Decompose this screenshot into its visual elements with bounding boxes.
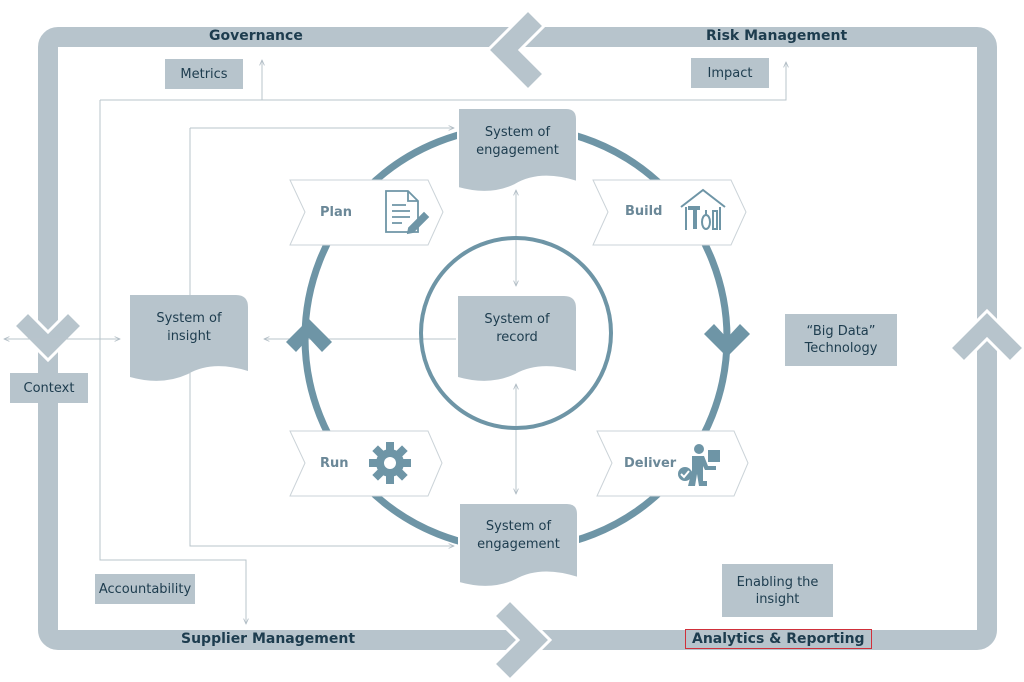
frame-arrow-left [11, 309, 85, 363]
gear-icon [369, 442, 411, 484]
deliver-label: Deliver [624, 456, 677, 471]
context-tag: Context [10, 373, 88, 403]
risk-management-label: Risk Management [706, 28, 848, 44]
delivery-person-icon [678, 444, 720, 486]
engagement-bottom-line2: engagement [477, 537, 560, 552]
step-run-shape [289, 430, 443, 497]
engagement-top-line1: System of [484, 125, 551, 140]
enabling-insight-tag: Enabling the insight [722, 564, 833, 617]
impact-tag: Impact [691, 58, 769, 88]
plan-label: Plan [320, 205, 353, 220]
frame-arrow-bottom [491, 597, 553, 682]
step-build-shape [592, 179, 747, 246]
analytics-reporting-label: Analytics & Reporting [685, 629, 872, 649]
doc-insight [130, 295, 248, 381]
record-ring [419, 236, 613, 430]
accountability-tag: Accountability [95, 574, 195, 604]
engagement-top-text: System of engagement [458, 122, 577, 162]
engagement-bottom-line1: System of [485, 519, 552, 534]
supplier-management-label: Supplier Management [181, 631, 356, 647]
metrics-tag: Metrics [165, 59, 243, 89]
engagement-bottom-text: System of engagement [459, 516, 578, 556]
insight-text: System of insight [130, 308, 248, 348]
record-line2: record [496, 330, 538, 345]
step-deliver-shape [596, 430, 749, 497]
insight-line2: insight [167, 329, 211, 344]
doc-record [458, 296, 576, 381]
big-data-tag: “Big Data” Technology [785, 314, 897, 366]
cycle-arrow-left [286, 319, 332, 352]
doc-engagement-bottom [458, 502, 579, 588]
doc-engagement-top [457, 107, 578, 193]
engagement-top-line2: engagement [476, 143, 559, 158]
step-plan-shape [289, 179, 444, 246]
enabling-line2: insight [755, 591, 800, 607]
record-line1: System of [484, 312, 550, 327]
big-data-line1: “Big Data” [806, 324, 876, 339]
frame-arrow-right [947, 308, 1024, 365]
big-data-line2: Technology [804, 341, 878, 356]
frame-arrow-top [485, 7, 547, 93]
record-text: System of record [458, 309, 576, 349]
insight-line1: System of [156, 311, 222, 326]
tools-house-icon [680, 188, 726, 230]
document-edit-icon [385, 190, 430, 235]
governance-label: Governance [209, 28, 303, 44]
build-label: Build [625, 204, 663, 219]
connector-lines [4, 60, 786, 624]
run-label: Run [320, 456, 349, 471]
cycle-arrow-right [704, 324, 750, 357]
enabling-line1: Enabling the [736, 574, 819, 590]
